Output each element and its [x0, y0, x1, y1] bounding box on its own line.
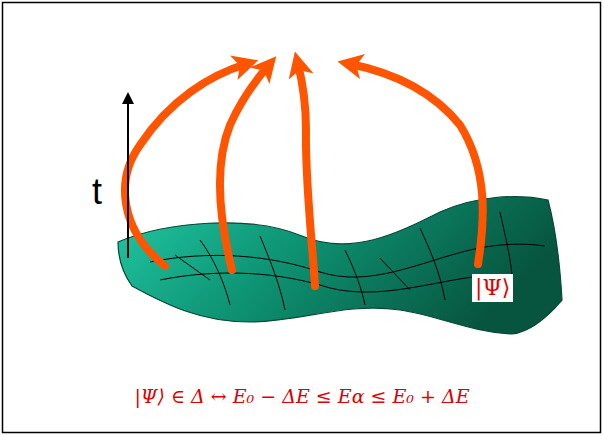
energy-shell-formula: |Ψ⟩ ∈ Δ ↔ E₀ − ΔE ≤ Eα ≤ E₀ + ΔE [134, 385, 469, 408]
energy-surface [118, 197, 562, 334]
axis-label: t [92, 170, 102, 213]
state-label: |Ψ⟩ [472, 274, 513, 302]
time-axis [127, 98, 129, 258]
trajectory-arrows [125, 64, 483, 286]
frame [3, 3, 601, 433]
